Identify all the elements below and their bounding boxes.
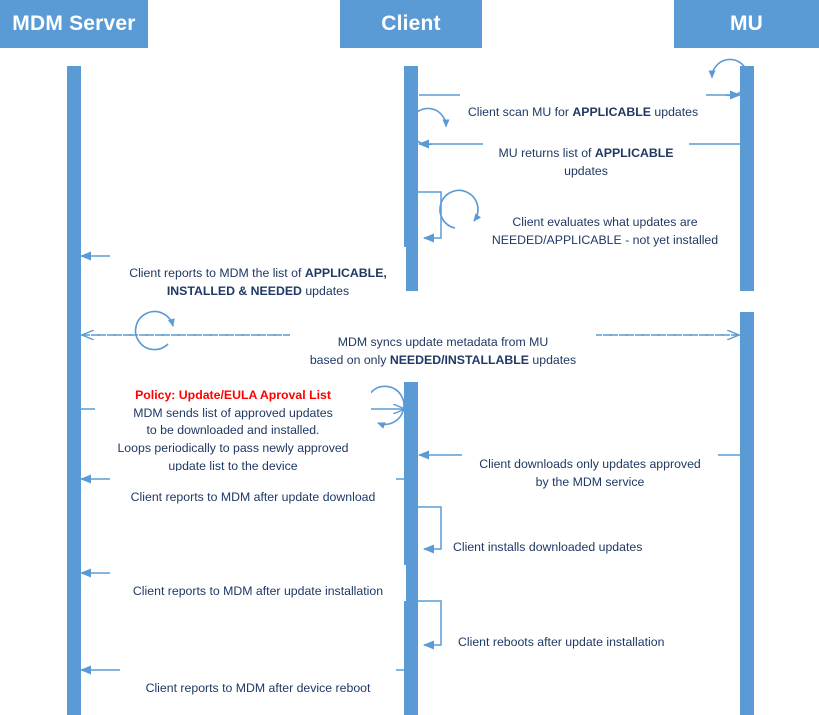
- m11-text-1: Client reboots after update installation: [458, 634, 665, 649]
- m5-text-3: updates: [528, 352, 577, 367]
- m7-text-1: Client downloads only updates approved b…: [479, 456, 701, 489]
- lifeline-client-upper: [404, 66, 418, 291]
- m6-text-1: MDM sends list of approved updates to be…: [117, 405, 349, 474]
- arrow-m9-self-call: [418, 506, 442, 554]
- message-label-m5: MDM syncs update metadata from MU based …: [290, 316, 596, 370]
- actor-header-mdm: MDM Server: [0, 0, 148, 48]
- actor-header-mu: MU: [674, 0, 819, 48]
- m2-text-1: MU returns list of: [498, 145, 595, 160]
- lifeline-mdm: [67, 66, 81, 715]
- m8-text-1: Client reports to MDM after update downl…: [130, 489, 376, 504]
- actor-header-client: Client: [340, 0, 482, 48]
- message-label-m10: Client reports to MDM after update insta…: [110, 565, 406, 601]
- message-label-m4: Client reports to MDM the list of APPLIC…: [110, 247, 406, 301]
- m1-text-2: APPLICABLE: [572, 104, 651, 119]
- lifeline-client-lower: [404, 382, 418, 715]
- m10-text-1: Client reports to MDM after update insta…: [132, 583, 384, 598]
- m1-text-3: updates: [650, 104, 699, 119]
- lifeline-mu-lower: [740, 312, 754, 715]
- m4-text-2: APPLICABLE, INSTALLED & NEEDED: [166, 265, 387, 298]
- message-label-m1: Client scan MU for APPLICABLE updates: [460, 86, 706, 122]
- message-label-m8: Client reports to MDM after update downl…: [110, 471, 396, 507]
- lifeline-mu-upper: [740, 66, 754, 291]
- actor-label-mdm: MDM Server: [12, 12, 136, 35]
- message-label-m7: Client downloads only updates approved b…: [462, 438, 718, 492]
- m2-text-2: APPLICABLE: [594, 145, 674, 160]
- m2-text-3: updates: [564, 163, 608, 178]
- m12-text-1: Client reports to MDM after device reboo…: [145, 680, 371, 695]
- m1-text-1: Client scan MU for: [467, 104, 573, 119]
- m9-text-1: Client installs downloaded updates: [453, 539, 643, 554]
- message-label-m12: Client reports to MDM after device reboo…: [120, 662, 396, 698]
- m5-text-1: MDM syncs update metadata from MU based …: [309, 334, 549, 367]
- message-label-m3: Client evaluates what updates are NEEDED…: [482, 196, 728, 250]
- actor-label-client: Client: [381, 12, 441, 35]
- message-label-m2: MU returns list of APPLICABLE updates: [483, 127, 689, 181]
- m3-text-1: Client evaluates what updates are NEEDED…: [491, 214, 719, 247]
- actor-label-mu: MU: [729, 12, 764, 35]
- m4-text-3: updates: [301, 283, 350, 298]
- policy-label-m6: Policy: Update/EULA Aproval List: [135, 387, 331, 402]
- message-label-m9: Client installs downloaded updates: [450, 521, 676, 557]
- m4-text-1: Client reports to MDM the list of: [129, 265, 305, 280]
- arrow-m3-self-call: [418, 189, 482, 243]
- m5-text-2: NEEDED/INSTALLABLE: [389, 352, 529, 367]
- arrow-m11-self-call: [418, 600, 442, 650]
- message-label-m11: Client reboots after update installation: [455, 616, 691, 652]
